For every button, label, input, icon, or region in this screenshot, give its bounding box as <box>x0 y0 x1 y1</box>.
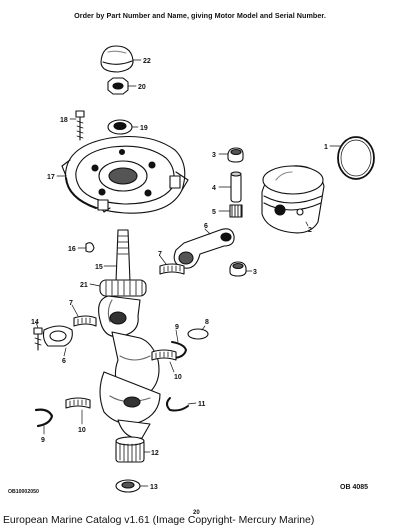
order-instructions: Order by Part Number and Name, giving Mo… <box>74 11 326 20</box>
part-14-bolt <box>33 327 43 351</box>
callout-16: 16 <box>68 246 76 253</box>
part-21-ball-bearing <box>99 279 147 297</box>
callout-7-top: 7 <box>158 251 162 258</box>
callout-5: 5 <box>212 209 216 216</box>
part-3-bearing-right <box>229 261 247 277</box>
part-10-bearing-half-low <box>65 397 91 409</box>
callout-20: 20 <box>138 84 146 91</box>
part-6-connecting-rod-top <box>173 228 235 269</box>
callout-3-right: 3 <box>253 269 257 276</box>
callout-9-mid: 9 <box>175 324 179 331</box>
callout-11: 11 <box>198 401 206 408</box>
callout-labels: 22 20 18 19 17 1 3 4 5 2 16 6 7 15 3 21 … <box>31 58 328 491</box>
part-9-retaining-ring-low <box>34 408 54 428</box>
page-number: 20 <box>193 510 200 516</box>
part-7-bearing-half-top <box>159 263 185 275</box>
catalog-footer: European Marine Catalog v1.61 (Image Cop… <box>3 515 315 526</box>
callout-19: 19 <box>140 125 148 132</box>
callout-17: 17 <box>47 174 55 181</box>
callout-10-mid: 10 <box>174 374 182 381</box>
callout-22: 22 <box>143 58 151 65</box>
callout-1: 1 <box>324 144 328 151</box>
callout-4: 4 <box>212 185 216 192</box>
part-13-seal <box>115 479 141 493</box>
callout-3-top: 3 <box>212 152 216 159</box>
part-19-washer <box>107 119 133 135</box>
callout-10-low: 10 <box>78 427 86 434</box>
callout-2: 2 <box>308 227 312 234</box>
callout-12: 12 <box>151 450 159 457</box>
part-20-nut <box>107 77 129 95</box>
callout-18: 18 <box>60 117 68 124</box>
leader-lines <box>35 59 341 487</box>
callout-15: 15 <box>95 264 103 271</box>
part-8-washer <box>187 328 209 340</box>
callout-9-low: 9 <box>41 437 45 444</box>
part-11-snap-ring <box>166 397 189 412</box>
part-2-piston <box>261 165 325 234</box>
part-3-bearing-top <box>227 147 244 163</box>
part-6-rod-cap <box>42 325 73 347</box>
callout-6-low: 6 <box>62 358 66 365</box>
callout-21: 21 <box>80 282 88 289</box>
part-10-bearing-half-mid <box>151 349 177 361</box>
part-9-retaining-ring-mid <box>171 341 187 359</box>
part-15-crankshaft-taper <box>115 229 131 283</box>
part-5-needle-bearing <box>229 204 243 218</box>
callout-13: 13 <box>150 484 158 491</box>
part-1-piston-ring <box>337 136 375 180</box>
crankshaft <box>98 295 161 439</box>
part-7-bearing-half-left <box>73 315 97 327</box>
part-16-key <box>85 242 95 253</box>
part-22-cap <box>100 45 134 73</box>
callout-6-top: 6 <box>204 223 208 230</box>
callout-7-left: 7 <box>69 300 73 307</box>
callout-8: 8 <box>205 319 209 326</box>
part-18-screw <box>75 110 85 141</box>
drawing-code-right: OB 4085 <box>340 484 369 491</box>
part-17-stator-plate <box>61 135 189 214</box>
part-12-roller-bearing <box>115 436 145 463</box>
part-4-wrist-pin <box>230 171 242 203</box>
callout-14: 14 <box>31 319 39 326</box>
drawing-code-left: OB10002050 <box>8 489 39 495</box>
